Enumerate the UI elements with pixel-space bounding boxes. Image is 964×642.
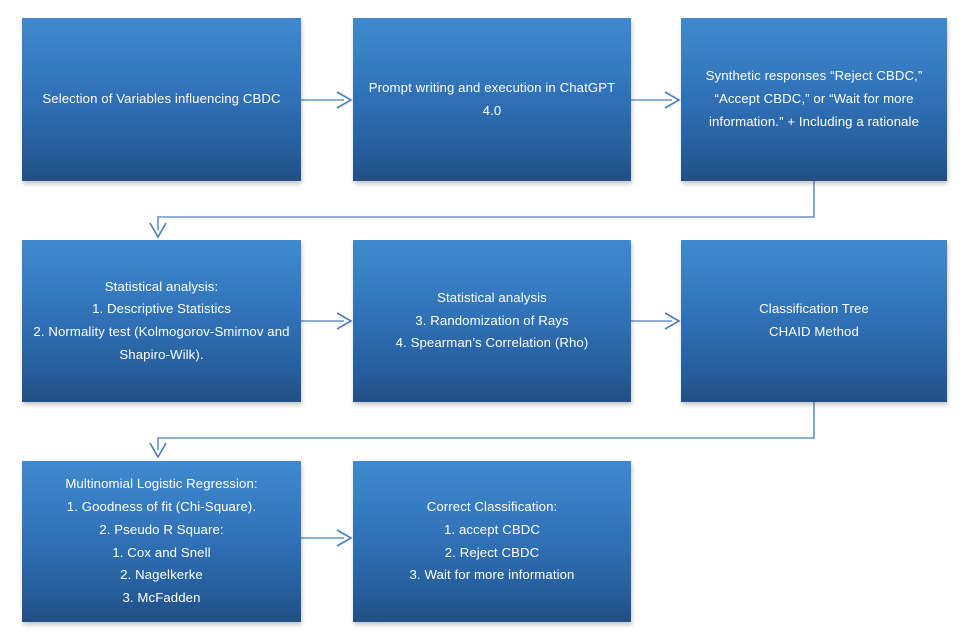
process-node-multinomial-logistic-regression[interactable]: Multinomial Logistic Regression: 1. Good… [22,461,301,622]
node-label: Synthetic responses “Reject CBDC,” “Acce… [705,68,923,129]
connector-node3-to-node4 [149,181,815,239]
connector-node7-to-node8 [301,529,353,547]
connector-node6-to-node7 [149,402,815,459]
process-node-selection-of-variables[interactable]: Selection of Variables influencing CBDC [22,18,301,181]
process-node-prompt-writing[interactable]: Prompt writing and execution in ChatGPT … [353,18,631,181]
process-node-statistical-analysis-correlation[interactable]: Statistical analysis 3. Randomization of… [353,240,631,402]
node-label: Statistical analysis: 1. Descriptive Sta… [33,278,290,362]
connector-node2-to-node3 [631,91,681,109]
node-label: Correct Classification: 1. accept CBDC 2… [409,499,575,583]
process-node-classification-tree-chaid[interactable]: Classification Tree CHAID Method [681,240,947,402]
node-label: Statistical analysis 3. Randomization of… [395,289,589,351]
process-node-synthetic-responses[interactable]: Synthetic responses “Reject CBDC,” “Acce… [681,18,947,181]
connector-node1-to-node2 [301,91,353,109]
connector-node5-to-node6 [631,312,681,330]
node-label: Selection of Variables influencing CBDC [42,91,281,107]
node-label: Classification Tree CHAID Method [759,301,869,339]
node-label: Multinomial Logistic Regression: 1. Good… [65,476,258,605]
process-node-correct-classification[interactable]: Correct Classification: 1. accept CBDC 2… [353,461,631,622]
connector-node4-to-node5 [301,312,353,330]
node-label: Prompt writing and execution in ChatGPT … [368,79,616,118]
process-node-statistical-analysis-descriptive[interactable]: Statistical analysis: 1. Descriptive Sta… [22,240,301,402]
